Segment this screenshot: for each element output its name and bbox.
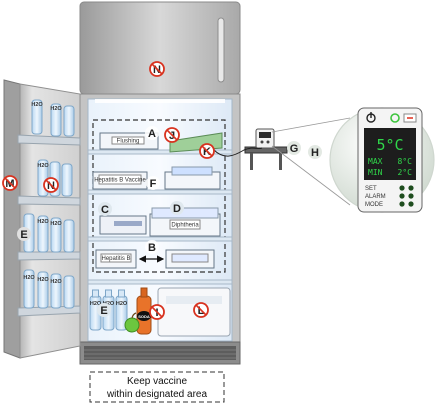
- basket-top: Flushing: [99, 132, 159, 150]
- bottle-label: H2O: [31, 102, 43, 108]
- soda-bottle: SODA: [136, 287, 152, 335]
- set-button-label: SET: [365, 186, 377, 192]
- bottle-label: H2O: [50, 221, 62, 227]
- svg-text:G: G: [290, 143, 299, 155]
- bottle-label: H2O: [23, 275, 35, 281]
- max-label: MAX: [368, 157, 383, 166]
- basket-middle: Hepatitis B Vaccine: [92, 171, 148, 190]
- callout-e-door: E: [17, 227, 31, 241]
- basket-right-mid: [164, 166, 221, 190]
- probe-cable: [213, 147, 263, 157]
- callout-l-prohibited: L: [193, 302, 209, 318]
- designated-area-outline: [92, 119, 226, 273]
- zoom-line: [271, 117, 351, 133]
- door-shelf-1-bottles: H2O H2O: [31, 99, 75, 137]
- svg-text:D: D: [173, 203, 181, 215]
- callout-m-prohibited: M: [2, 175, 18, 191]
- monitor-buttons[interactable]: [399, 185, 414, 207]
- callout-c: C: [98, 202, 112, 216]
- power-icon: [366, 112, 376, 123]
- callout-e-bottom: E: [97, 303, 111, 317]
- svg-text:E: E: [20, 229, 27, 241]
- callout-b: B: [145, 240, 159, 254]
- apple-icon: [124, 312, 140, 333]
- callout-labels: A B C D E E F G H: [17, 126, 322, 317]
- bottle-label: H2O: [103, 301, 115, 307]
- basket-middle-label: Hepatitis B Vaccine: [94, 178, 146, 184]
- svg-text:B: B: [148, 242, 156, 254]
- min-label: MIN: [368, 168, 383, 177]
- basket-top-label: Flushing: [117, 139, 140, 145]
- mode-button-label: MODE: [365, 202, 383, 208]
- basket-diphtheria: Diphtheria: [149, 207, 221, 237]
- vaccine-box-c: [99, 215, 147, 235]
- prohibited-callouts: I J K L M N N: [2, 61, 215, 320]
- bottle-label: H2O: [116, 301, 128, 307]
- door-shelf-3-bottles: H2O H2O: [23, 213, 75, 253]
- alarm-button-label: ALARM: [365, 194, 386, 200]
- svg-text:F: F: [150, 178, 157, 190]
- min-temperature: 2°C: [398, 168, 413, 177]
- bottle-label: H2O: [90, 301, 102, 307]
- bottle-label: H2O: [50, 106, 62, 112]
- basket-right-label: Diphtheria: [171, 223, 199, 229]
- callout-f: F: [146, 176, 160, 190]
- power-on-indicator-icon: [390, 113, 400, 123]
- callout-g: G: [287, 141, 301, 155]
- bottle-label: H2O: [50, 279, 62, 285]
- callout-j-prohibited: J: [164, 127, 180, 143]
- callout-h: H: [308, 145, 322, 159]
- svg-text:E: E: [100, 305, 107, 317]
- bottle-label: H2O: [37, 219, 49, 225]
- basket-lower-right: [165, 249, 215, 269]
- callout-a: A: [145, 126, 159, 140]
- door-shelf-4-bottles: H2O H2O H2O: [23, 269, 75, 309]
- basket-lower-left: Hepatitis B: [95, 249, 137, 269]
- soda-label: SODA: [138, 314, 150, 319]
- freezer-door: [79, 1, 241, 95]
- freezer-handle: [217, 17, 225, 83]
- svg-text:H: H: [311, 147, 319, 159]
- svg-text:C: C: [101, 204, 109, 216]
- callout-k-prohibited: K: [199, 143, 215, 159]
- svg-text:A: A: [148, 128, 156, 140]
- callout-n-freezer-prohibited: N: [149, 61, 165, 77]
- caption-line-1: Keep vaccine: [127, 376, 187, 387]
- callout-d: D: [170, 201, 184, 215]
- caption-box: Keep vaccine within designated area: [89, 371, 225, 403]
- caption-line-2: within designated area: [106, 389, 208, 400]
- fridge-base-grille: [79, 341, 241, 365]
- monitor-display: [364, 128, 416, 180]
- callout-n-door-prohibited: N: [43, 177, 59, 193]
- max-temperature: 8°C: [398, 157, 413, 166]
- zoom-line: [271, 145, 351, 206]
- current-temperature: 5°C: [376, 136, 403, 154]
- monitor-zoom: 5°C MAX 8°C MIN 2°C SET ALARM MODE: [329, 107, 435, 213]
- basket-lower-label: Hepatitis B: [101, 256, 130, 262]
- shelves: [87, 149, 233, 285]
- bottle-label: H2O: [37, 277, 49, 283]
- callout-i-prohibited: I: [149, 304, 165, 320]
- bottle-label: H2O: [37, 163, 49, 169]
- thermometer-stand: [244, 128, 288, 170]
- door-bottles: H2O H2O H2O H2O H2O H2O H2O H2O: [23, 99, 75, 309]
